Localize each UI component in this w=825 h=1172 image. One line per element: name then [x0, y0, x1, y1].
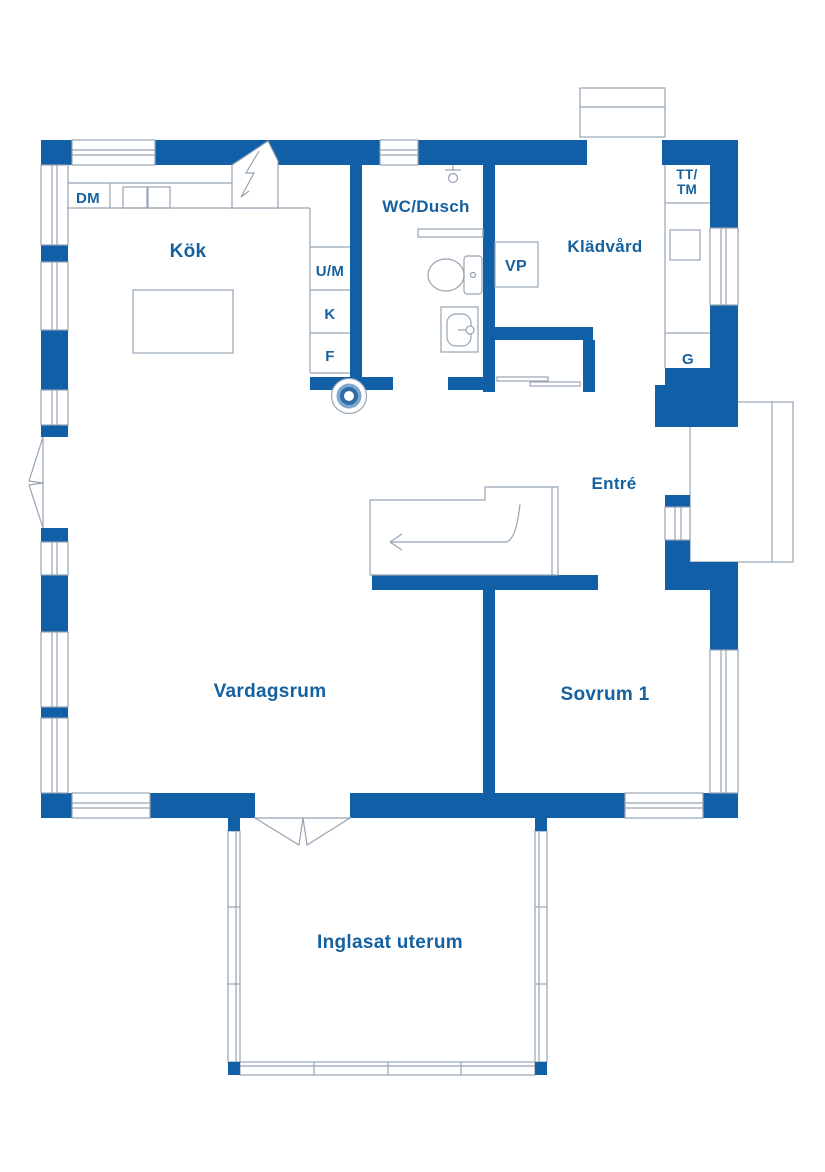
- window-right-sovrum: [709, 649, 739, 794]
- fixture-label-dm: DM: [76, 190, 100, 207]
- fixture-label-tm: TM: [677, 182, 697, 197]
- room-label-sovrum1: Sovrum 1: [561, 684, 650, 705]
- window-left-3: [40, 389, 69, 426]
- fixture-label-g: G: [682, 351, 694, 368]
- fixture-label-f: F: [325, 348, 334, 365]
- windows: [40, 139, 739, 819]
- uterum-post: [535, 818, 547, 831]
- window-right-kladvard: [709, 227, 739, 306]
- room-label-kok: Kök: [170, 241, 207, 262]
- toilet-icon: [427, 255, 483, 295]
- door-swing-uterum: [252, 817, 353, 846]
- window-bottom-vardagsrum: [71, 792, 151, 819]
- sink-icon: [440, 306, 479, 353]
- kitchen-island: [132, 289, 234, 354]
- shower-icon: [445, 165, 461, 184]
- fixture-label-um: U/M: [316, 263, 344, 280]
- uterum-post: [228, 818, 240, 831]
- kitchen-counter: [68, 182, 350, 374]
- window-left-6: [40, 717, 69, 794]
- floor-drain-icon: [330, 377, 368, 415]
- room-label-vardagsrum: Vardagsrum: [214, 681, 327, 702]
- room-label-kladvard: Klädvård: [567, 237, 642, 256]
- interior-walls: [310, 165, 598, 793]
- room-label-wc-dusch: WC/Dusch: [382, 197, 469, 216]
- room-label-inglasat-uterum: Inglasat uterum: [317, 932, 463, 953]
- electrical-panel-icon: [231, 140, 279, 209]
- window-top-kitchen: [71, 139, 156, 166]
- fixture-label-k: K: [324, 306, 335, 323]
- window-left-1: [40, 164, 69, 246]
- fixture-label-tt: TT/: [676, 167, 697, 182]
- appliance-square: [669, 229, 701, 261]
- uterum-post: [228, 1062, 240, 1075]
- window-left-4: [40, 541, 69, 576]
- uterum-glass-walls: [227, 818, 548, 1076]
- chimney: [579, 87, 666, 138]
- laundry-cabinets: [664, 165, 710, 368]
- window-left-2: [40, 261, 69, 331]
- fixture-label-vp: VP: [505, 258, 527, 275]
- uterum-post: [535, 1062, 547, 1075]
- window-bottom-sovrum: [624, 792, 704, 819]
- stairs: [369, 486, 559, 576]
- window-left-5: [40, 631, 69, 708]
- window-top-wc: [379, 139, 419, 166]
- kitchen-sink-icon: [122, 186, 148, 209]
- entry-porch: [689, 401, 794, 563]
- heat-pump-unit: [494, 241, 539, 288]
- door-swing-left-exit: [28, 436, 44, 529]
- window-entre-sidelight: [664, 506, 691, 541]
- sliding-door: [496, 376, 581, 387]
- bathroom-shelf: [417, 228, 484, 238]
- room-label-entre: Entré: [592, 474, 637, 493]
